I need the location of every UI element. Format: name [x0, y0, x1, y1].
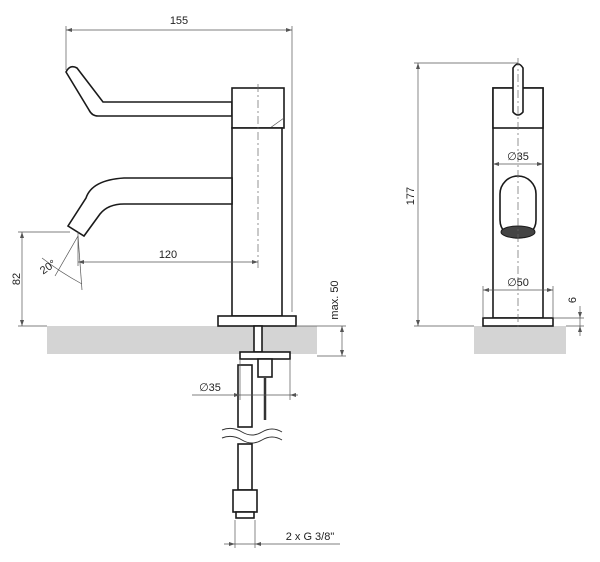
arrow [20, 320, 24, 326]
dim-max-thickness: max. 50 [329, 280, 341, 319]
mounting-stud [253, 325, 263, 353]
base-flange [217, 315, 297, 327]
arrow [20, 232, 24, 238]
hose-lower [237, 443, 253, 491]
arrow [286, 28, 292, 32]
dim-body-diameter: ∅35 [507, 151, 529, 163]
mounting-nut [257, 358, 273, 378]
arrow [252, 260, 258, 264]
faucet-body [231, 127, 283, 317]
diameter-symbol: ∅ [507, 151, 517, 163]
dim-body-diameter-value: 35 [517, 151, 529, 163]
dim-hose-diameter-value: 35 [209, 382, 221, 394]
angle-line-1 [54, 235, 79, 277]
arrow [493, 162, 499, 166]
arrowheads [20, 28, 582, 546]
arrow [416, 320, 420, 326]
arrow [340, 350, 344, 356]
countertop-left [47, 326, 317, 354]
countertop-right [474, 326, 566, 354]
arrow [537, 162, 543, 166]
spout [66, 177, 233, 238]
diameter-symbol: ∅ [507, 277, 517, 289]
dim-base-diameter-value: 50 [517, 277, 529, 289]
arrow [255, 542, 261, 546]
arrow [78, 260, 84, 264]
arrow [578, 312, 582, 318]
side-view [65, 65, 297, 519]
dim-base-height: 6 [567, 297, 579, 303]
dim-spout-height: 82 [11, 273, 23, 285]
break-mark-2 [221, 435, 283, 444]
arrow [66, 28, 72, 32]
dim-total-width: 155 [170, 15, 188, 27]
arrow [547, 288, 553, 292]
hose-fitting-cap [235, 511, 255, 519]
arrow [290, 393, 296, 397]
dim-hose-connection: 2 x G 3/8" [286, 531, 335, 543]
hose-fitting [232, 489, 258, 513]
arrow [416, 63, 420, 69]
dim-hose-diameter: ∅35 [199, 382, 221, 394]
angle-line-2 [77, 235, 83, 291]
dim-spout-angle: 20° [38, 258, 59, 277]
angle-arc [41, 257, 83, 285]
dim-base-diameter: ∅50 [507, 277, 529, 289]
mounting-washer [239, 351, 291, 360]
arrow [234, 393, 240, 397]
arrow [483, 288, 489, 292]
hose-upper [237, 364, 253, 428]
break-mark-1 [221, 427, 283, 436]
dim-total-height: 177 [405, 187, 417, 205]
diameter-symbol: ∅ [199, 382, 209, 394]
arrow [229, 542, 235, 546]
handle-lever [65, 65, 233, 117]
dim-spout-reach: 120 [159, 249, 177, 261]
arrow [578, 326, 582, 332]
arrow [340, 326, 344, 332]
front-handle-lever [512, 63, 524, 116]
